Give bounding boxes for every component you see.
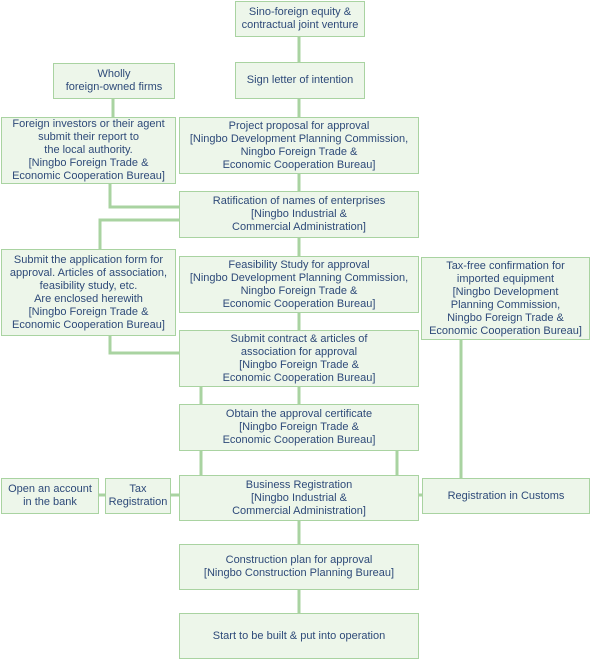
box-start-operation: Start to be built & put into operation [179, 613, 419, 659]
box-registration-in-customs: Registration in Customs [422, 478, 590, 514]
box-business-registration: Business Registration [Ningbo Industrial… [179, 475, 419, 521]
box-contract-articles-approval: Submit contract & articles of associatio… [179, 330, 419, 387]
box-sino-foreign-joint-venture: Sino-foreign equity & contractual joint … [235, 1, 365, 37]
box-tax-free-confirmation: Tax-free confirmation for imported equip… [421, 257, 590, 340]
box-ratification-of-names: Ratification of names of enterprises [Ni… [179, 191, 419, 238]
box-foreign-investors-report: Foreign investors or their agent submit … [1, 117, 176, 184]
connector-report-to-ratification [108, 182, 181, 209]
box-construction-plan: Construction plan for approval [Ningbo C… [179, 544, 419, 590]
box-wholly-foreign-owned: Wholly foreign-owned firms [53, 63, 175, 99]
box-project-proposal: Project proposal for approval [Ningbo De… [179, 117, 419, 174]
connector-ratification-to-application [98, 218, 181, 251]
box-open-bank-account: Open an account in the bank [1, 478, 99, 514]
box-feasibility-study: Feasibility Study for approval [Ningbo D… [179, 256, 419, 313]
connector-application-to-contract [108, 334, 181, 355]
box-application-form: Submit the application form for approval… [1, 249, 176, 336]
box-sign-letter-of-intention: Sign letter of intention [235, 62, 365, 99]
box-approval-certificate: Obtain the approval certificate [Ningbo … [179, 404, 419, 451]
box-tax-registration: Tax Registration [105, 478, 171, 514]
